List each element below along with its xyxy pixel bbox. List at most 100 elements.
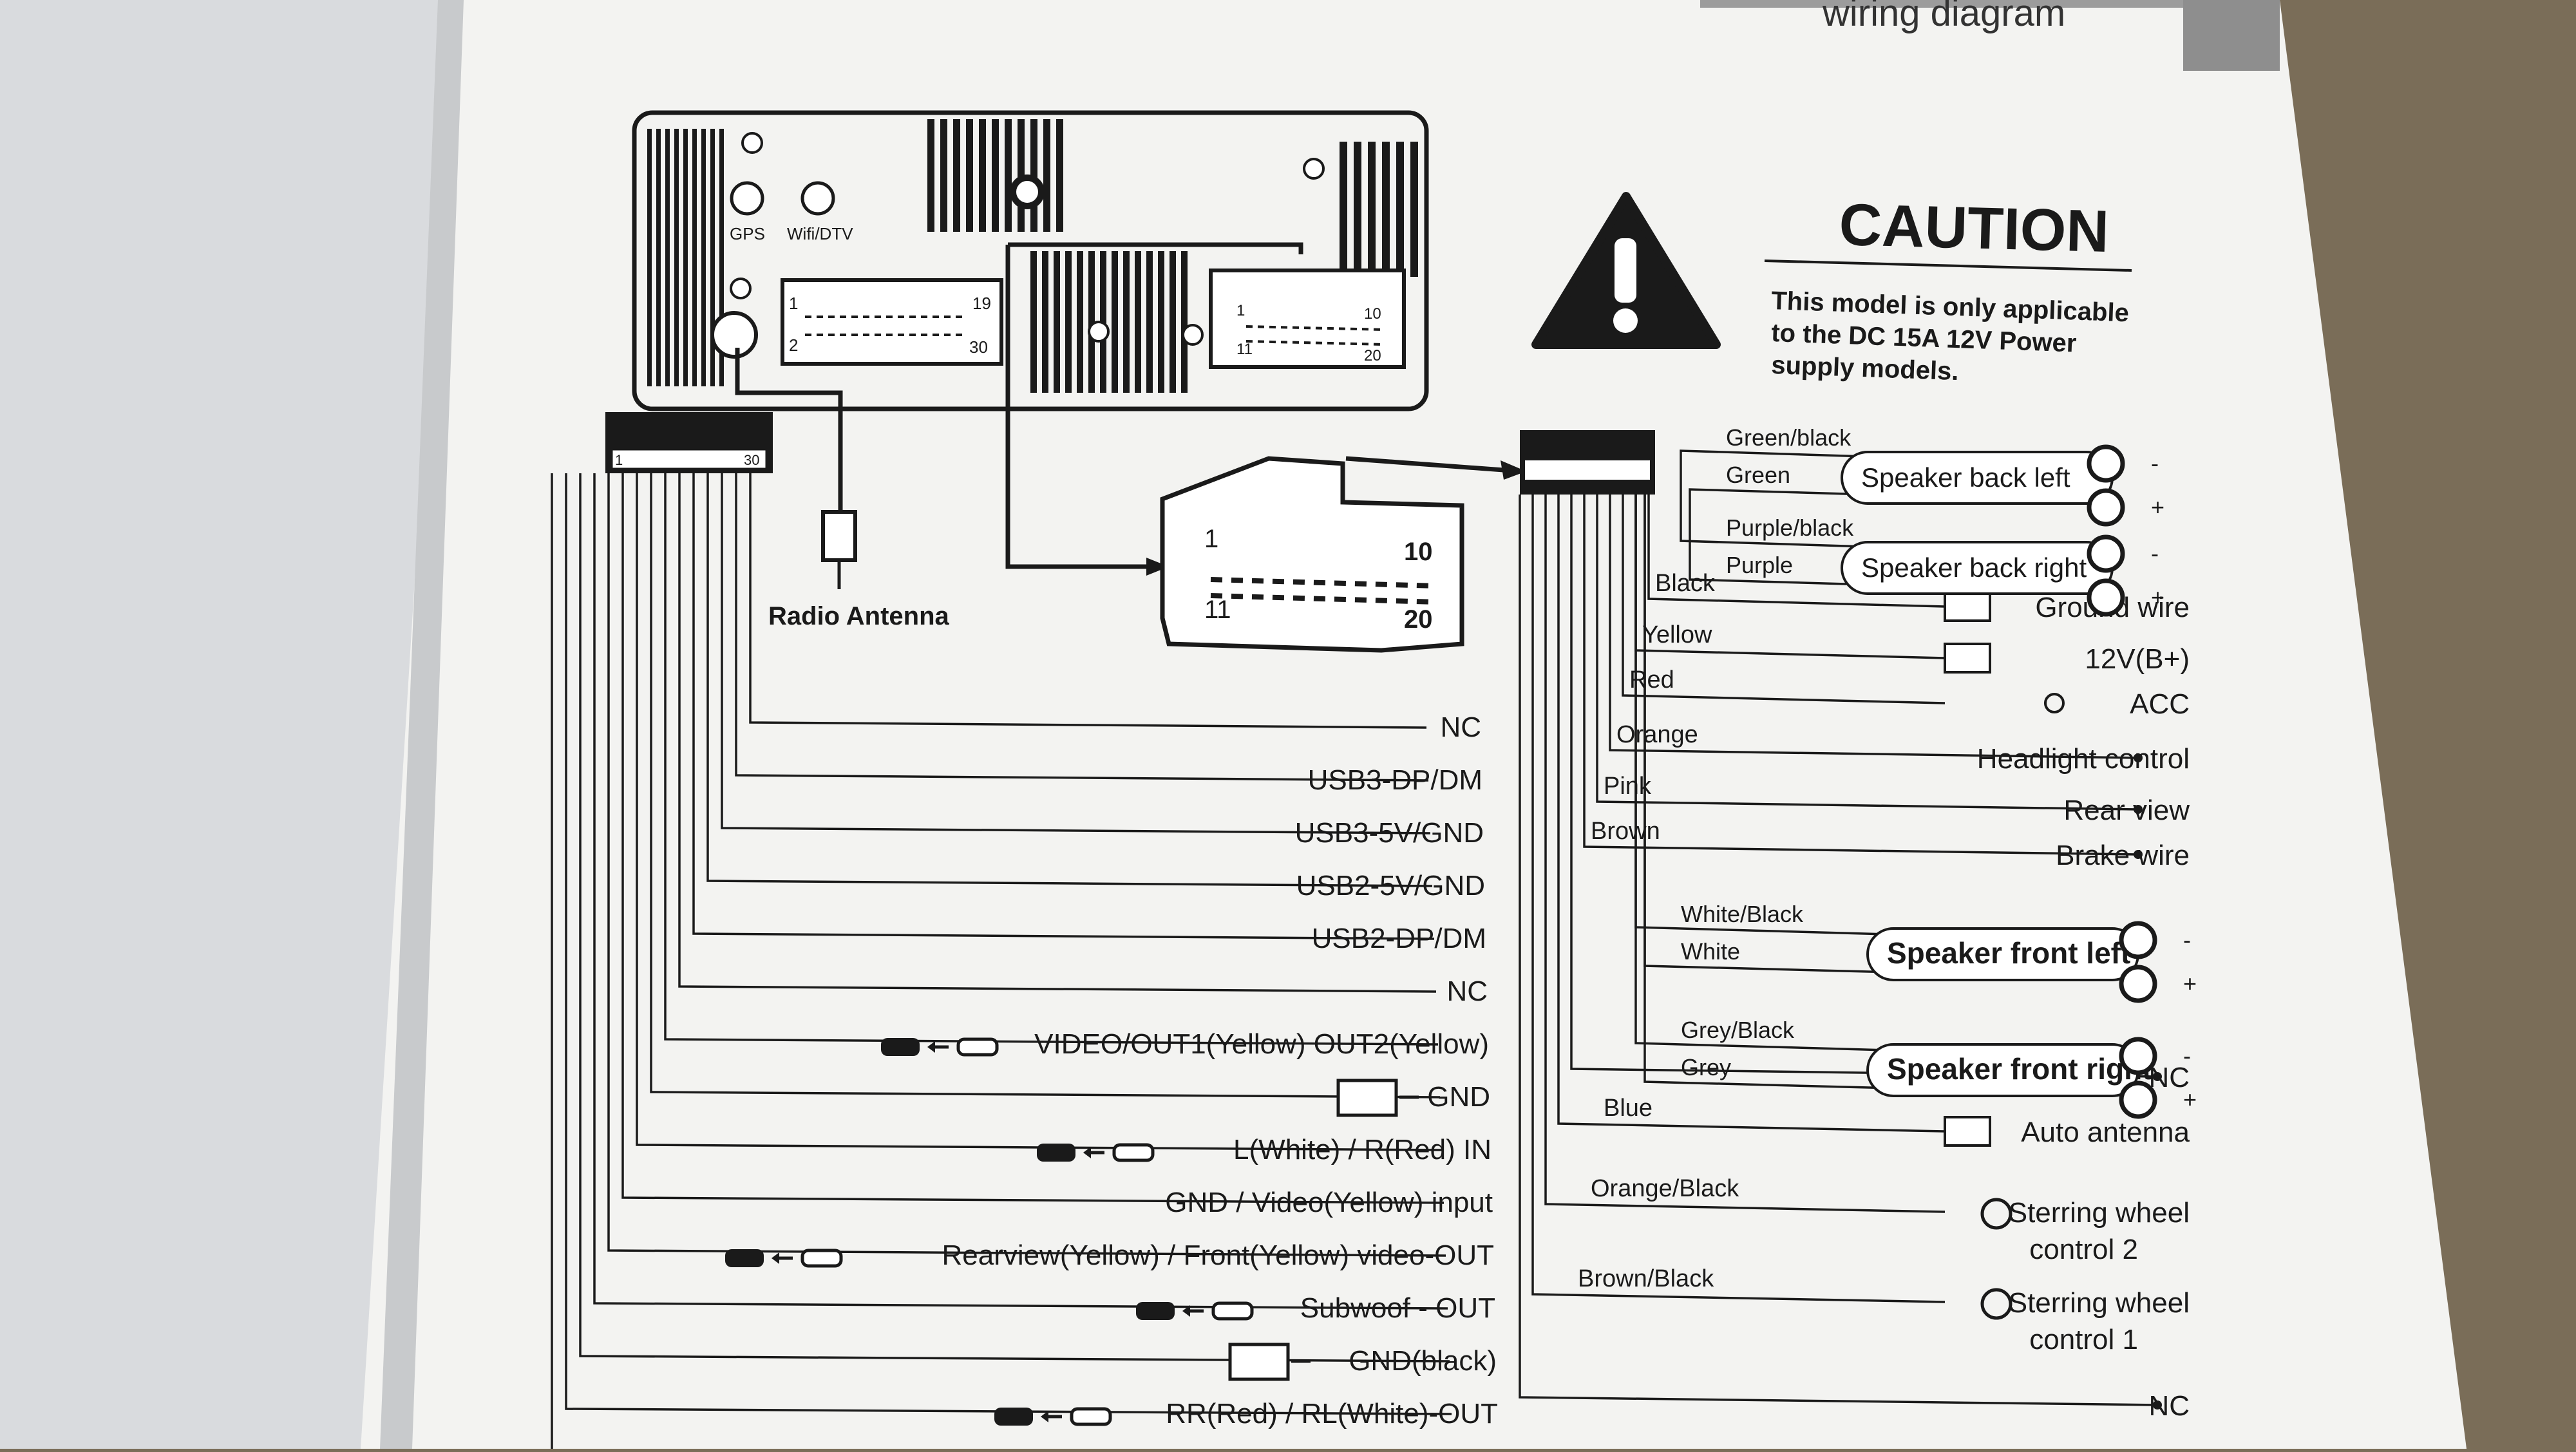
left-wire-label: Subwoof - OUT [1300,1292,1495,1324]
fin [1088,251,1095,393]
screw-icon [1182,324,1204,346]
speaker-wire-pos-label: White [1681,938,1740,965]
left-harness-wires: NCUSB3-DP/DMUSB3-5V/GNDUSB2-5V/GNDUSB2-D… [551,473,1499,1452]
left-wire [621,473,1444,1204]
arrow-head-icon [927,1041,935,1053]
fin [1158,251,1164,393]
left-wire [749,473,1427,729]
fin [927,119,934,232]
left-wire-label: NC [1446,976,1488,1007]
fin [1030,119,1037,232]
right-wire-label: Rear view [2063,795,2190,826]
wire-color-label: Orange/Black [1591,1175,1739,1202]
gps-port [730,181,764,216]
speaker-terminal-neg-icon [2087,534,2125,573]
left-wire-label: USB3-DP/DM [1308,764,1482,796]
right-wire-label: NC [2148,1390,2190,1422]
caution-line-3: supply models. [1771,351,1960,386]
wire-color-label: Black [1655,570,1716,597]
header-title: wiring diagram [1822,0,2065,34]
right-wire-label-2: control 2 [2029,1234,2138,1265]
speaker-label: Speaker back left [1861,462,2070,493]
plus-sign: + [2183,970,2197,997]
left-wire-label: VIDEO/OUT1(Yellow) OUT2(Yellow) [1034,1028,1489,1060]
fin [953,119,960,232]
fin [1340,142,1347,277]
right-wire [1544,495,1946,1213]
left-wire [607,473,1446,1257]
right-wire-label: Auto antenna [2021,1117,2190,1148]
right-wire [1519,495,2158,1406]
right-wire [1647,495,1946,608]
fin [1368,142,1376,277]
caution-title: CAUTION [1838,192,2110,265]
left-wire-label: RR(Red) / RL(White)-OUT [1166,1398,1498,1429]
rca-plug-icon [1136,1302,1175,1320]
gps-label: GPS [730,224,765,243]
right-wire-label: NC [2148,1062,2190,1093]
minus-sign: - [2151,540,2159,567]
arrow-head-icon [772,1252,779,1264]
right-wire [1583,495,2139,856]
right-wire [1622,495,1946,704]
fin [1056,119,1063,232]
right-wire [1596,495,2139,811]
antenna-port [710,311,758,359]
fin [1077,251,1083,393]
svg-text:30: 30 [744,452,759,468]
fin [1396,142,1404,277]
speaker-wire-pos-label: Grey [1681,1054,1731,1080]
fin [665,129,670,386]
svg-text:2: 2 [789,335,798,355]
screw-icon [741,132,763,154]
speaker-label: Speaker front right [1887,1052,2152,1086]
left-wire-label: USB2-5V/GND [1296,870,1485,901]
svg-text:11: 11 [1204,596,1231,624]
right-wire-label: ACC [2130,688,2190,720]
speaker-wire-neg-label: Grey/Black [1681,1017,1795,1043]
left-page [0,0,464,1449]
speaker-terminal-neg-icon [2119,921,2157,959]
arrow-head-icon [1083,1147,1091,1158]
fin [1181,251,1188,393]
right-wire [1531,495,1946,1303]
speaker-label: Speaker front left [1887,936,2130,970]
fin [940,119,947,232]
header-bar [1700,0,2280,8]
header-block [2183,0,2280,71]
antenna-label: Radio Antenna [768,602,949,630]
svg-text:1: 1 [1204,525,1218,553]
left-wire-label: USB2-DP/DM [1312,923,1486,954]
speaker-terminal-pos-icon [2119,965,2157,1003]
harness-20-pin [1520,430,1655,495]
minus-sign: - [2183,927,2191,953]
fin [1170,251,1176,393]
fin [992,119,999,232]
fin [701,129,706,386]
right-wire [1609,495,2139,759]
left-wire [678,473,1437,993]
fin [719,129,724,386]
left-wire [636,473,1443,1151]
left-wire-label: GND / Video(Yellow) input [1165,1187,1493,1218]
connector-20-pin: 1 10 11 20 [1209,269,1406,369]
arrow-head-icon [1041,1411,1048,1422]
arrow-head-icon [1182,1305,1190,1317]
radio-antenna: Radio Antenna [735,348,949,630]
wifi-port [800,181,835,216]
terminal-dot-icon [2134,850,2143,859]
speaker-terminal-pos-icon [2087,488,2125,527]
wifi-label: Wifi/DTV [787,224,853,243]
right-wire [1557,495,1946,1133]
svg-text:11: 11 [1236,341,1253,358]
svg-text:10: 10 [1404,538,1433,566]
plus-sign: + [2151,584,2164,610]
plus-sign: + [2151,494,2164,520]
terminal-dot-icon [2153,1072,2162,1081]
wire-color-label: Orange [1616,721,1698,748]
left-wire [551,473,553,1452]
fin [692,129,697,386]
rca-jack-icon [800,1249,843,1268]
ground-box-icon [1228,1343,1290,1381]
